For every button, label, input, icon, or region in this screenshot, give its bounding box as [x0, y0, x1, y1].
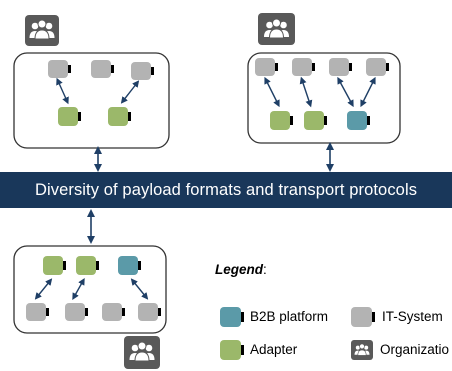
it-system-box	[65, 303, 88, 321]
it-system-box	[329, 58, 352, 76]
org-top-left	[13, 15, 170, 149]
connection-arrow	[72, 277, 85, 301]
legend-title-colon: :	[263, 262, 267, 277]
legend-symbol-it-system	[351, 307, 375, 327]
legend-label-b2b-platform: B2B platform	[250, 309, 329, 324]
b2b-platform-box	[347, 111, 370, 130]
org-bottom-left	[13, 245, 167, 369]
legend-label-adapter: Adapter	[250, 342, 298, 357]
adapter-box	[76, 256, 99, 275]
connection-arrow	[337, 76, 354, 108]
banner-band	[0, 172, 452, 208]
legend-title: Legend:	[215, 262, 267, 277]
connection-arrow	[360, 76, 376, 108]
it-system-box	[366, 58, 389, 76]
organization-icon	[124, 336, 160, 369]
organization-icon	[258, 13, 295, 45]
b2b-platform-box	[118, 256, 141, 275]
it-system-box	[131, 62, 154, 80]
it-system-box	[292, 58, 315, 76]
adapter-box	[270, 111, 293, 130]
legend-symbol-adapter	[220, 340, 244, 360]
legend-symbol-organization	[351, 340, 373, 360]
connection-arrow	[264, 76, 280, 108]
connection-arrow	[299, 76, 313, 108]
it-system-box	[102, 303, 125, 321]
connection-arrow	[56, 77, 69, 105]
connection-arrow	[120, 80, 140, 104]
it-system-box	[26, 303, 49, 321]
it-system-box	[255, 58, 278, 76]
banner-text: Diversity of payload formats and transpo…	[34, 181, 418, 199]
organization-icon	[25, 15, 59, 46]
org-top-right	[247, 13, 401, 144]
it-system-box	[138, 303, 161, 321]
it-system-box	[48, 60, 71, 78]
adapter-box	[58, 107, 81, 126]
legend-label-organization: Organizatio	[380, 342, 450, 357]
connection-arrow	[34, 278, 53, 300]
legend-symbol-b2b-platform	[220, 307, 244, 327]
legend-label-it-system: IT-System	[382, 309, 443, 324]
adapter-box	[43, 256, 66, 275]
it-system-box	[91, 60, 114, 78]
legend-title-label: Legend	[215, 262, 264, 277]
adapter-box	[304, 111, 327, 130]
adapter-box	[108, 107, 131, 126]
connection-arrow	[130, 278, 149, 300]
